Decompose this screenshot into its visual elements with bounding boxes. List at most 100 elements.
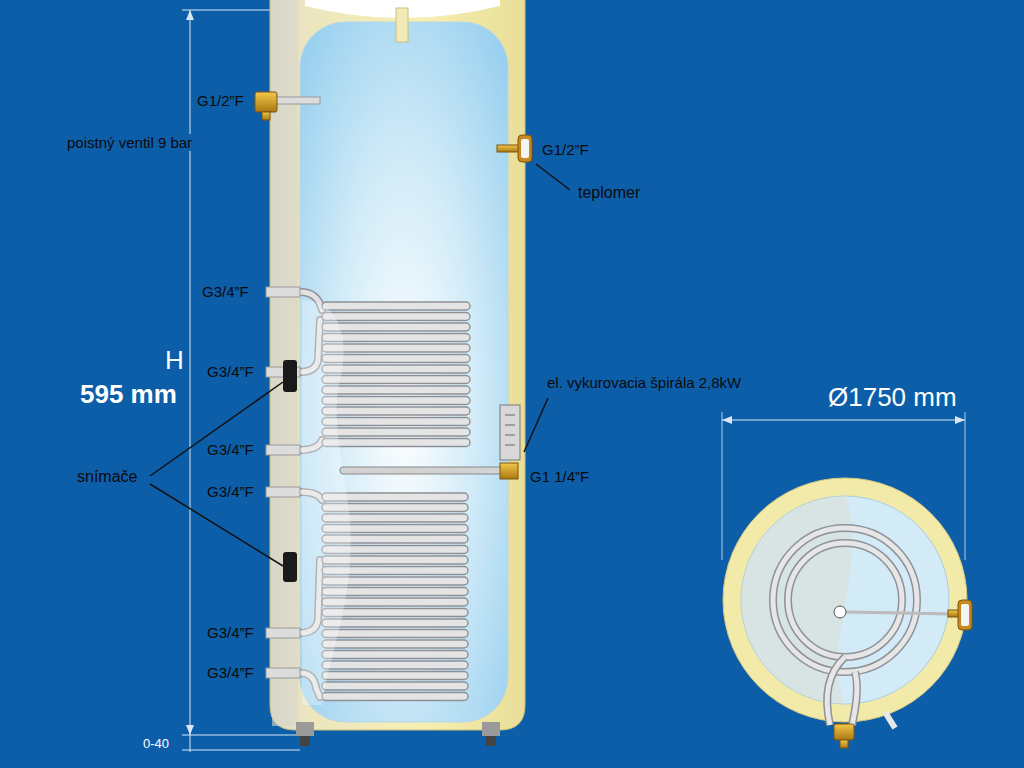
- dimension-line-part: [186, 725, 194, 735]
- leader-line-part: [524, 398, 548, 452]
- leader-line-part: [536, 164, 570, 190]
- coil-turn: [322, 334, 470, 342]
- electric-heater-part: [500, 405, 520, 460]
- port-label: G1/2”F: [195, 92, 246, 109]
- coil-turn: [322, 386, 470, 394]
- dimension-line-part: [182, 735, 300, 736]
- diameter-dimension-part: [722, 416, 732, 424]
- electric-heater-part: [340, 467, 505, 474]
- leader-line: [150, 164, 570, 566]
- leader-line-part: [150, 484, 283, 566]
- cutaway-overlay: [302, 300, 351, 705]
- diameter-dimension-part: [722, 412, 723, 560]
- tank-body-part: [396, 8, 408, 42]
- port-label: G3/4”F: [205, 664, 256, 681]
- thermometer-part: [521, 139, 529, 158]
- port-label: G3/4”F: [205, 441, 256, 458]
- coil-turn: [322, 323, 470, 331]
- port-label: G3/4”F: [205, 624, 256, 641]
- tank-body-part: [486, 736, 496, 746]
- coil-turn: [322, 439, 470, 447]
- electric-heater-part: [500, 463, 518, 479]
- coil-turn: [322, 609, 468, 617]
- thermometer: [497, 135, 532, 162]
- coil-turn: [322, 365, 470, 373]
- dimension-value: 0-40: [141, 737, 171, 752]
- sensor-part: [283, 552, 297, 582]
- coil-turn: [322, 693, 468, 701]
- dimension-line-part: [182, 750, 300, 751]
- port-label: G3/4”F: [205, 363, 256, 380]
- tank-body: [270, 0, 525, 746]
- port-label: G1 1/4”F: [528, 468, 591, 485]
- port-stubs: [262, 97, 320, 678]
- top-view-part: [773, 528, 917, 672]
- electric-heater: [340, 405, 520, 479]
- dimension-line-part: [186, 10, 194, 20]
- thermometer-part: [497, 145, 519, 152]
- top-view-part: [827, 657, 857, 725]
- dimension-line-part: [190, 10, 191, 735]
- coil-turn: [322, 313, 470, 321]
- safety-valve-part: [255, 92, 277, 112]
- dimension-value: 595 mm: [78, 380, 179, 410]
- top-view-part: [958, 600, 972, 630]
- top-view-part: [961, 604, 969, 626]
- part-label: snímače: [75, 468, 139, 486]
- top-view-part: [827, 657, 857, 725]
- tank-body-part: [482, 722, 500, 736]
- top-view-part: [773, 528, 917, 672]
- coil-turn: [322, 630, 468, 638]
- port-stubs-part: [266, 628, 300, 638]
- part-label: teplomer: [576, 184, 642, 202]
- electric-heater-part: [505, 435, 515, 436]
- top-view-part: [723, 478, 967, 722]
- port-stubs-part: [266, 445, 300, 455]
- coil-turn: [322, 418, 470, 426]
- top-view: [723, 478, 972, 748]
- top-view-part: [846, 612, 955, 614]
- diameter-dimension-part: [965, 412, 966, 560]
- top-view-part: [834, 724, 854, 740]
- electric-heater-part: [505, 425, 515, 426]
- electric-heater-part: [505, 415, 515, 416]
- coil-turn: [322, 376, 470, 384]
- diameter-dimension-part: [722, 420, 965, 421]
- top-view-part: [840, 740, 848, 748]
- thermometer-part: [518, 135, 532, 162]
- coil-turn: [322, 397, 470, 405]
- sensor: [283, 360, 297, 582]
- coil-turn: [322, 661, 468, 669]
- coil-turn: [322, 355, 470, 363]
- top-view-part: [885, 712, 895, 728]
- dimension-value: Ø1750 mm: [826, 383, 959, 413]
- tank-body-part: [300, 736, 310, 746]
- tank-body-part: [270, 0, 525, 730]
- part-label: el. vykurovacia špirála 2,8kW: [545, 374, 743, 391]
- top-view-part: [834, 606, 846, 618]
- dimension-line-part: [190, 735, 191, 752]
- port-label: G3/4”F: [200, 283, 251, 300]
- port-stubs-part: [266, 287, 300, 297]
- coil-turn: [322, 407, 470, 415]
- coil-turn: [322, 651, 468, 659]
- part-label: poistný ventil 9 bar: [65, 134, 194, 151]
- port-label: G1/2”F: [540, 141, 591, 158]
- coil-turn: [322, 682, 468, 690]
- top-view-part: [741, 496, 949, 704]
- top-view-part: [788, 543, 902, 657]
- tank-body-part: [296, 722, 314, 736]
- coil-turn: [322, 428, 470, 436]
- port-stubs-part: [266, 668, 300, 678]
- top-view-part: [788, 543, 902, 657]
- coil-turn: [322, 302, 470, 310]
- sensor-part: [283, 360, 297, 392]
- safety-valve-part: [262, 112, 270, 120]
- coil-turn: [322, 672, 468, 680]
- coil-turn: [322, 344, 470, 352]
- dimension-label: H: [163, 346, 186, 376]
- port-label: G3/4”F: [205, 483, 256, 500]
- diameter-dimension: [722, 412, 965, 560]
- safety-valve: [255, 92, 277, 120]
